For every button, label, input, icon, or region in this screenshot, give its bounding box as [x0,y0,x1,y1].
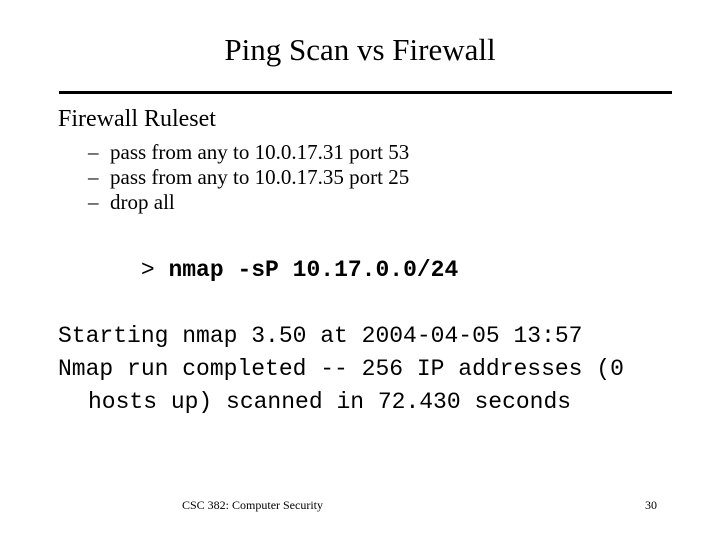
list-item: – pass from any to 10.0.17.31 port 53 [0,140,720,165]
terminal-output-line-2: Nmap run completed -- 256 IP addresses (… [58,356,624,382]
terminal-command: nmap -sP 10.17.0.0/24 [168,257,459,283]
footer-page-number: 30 [645,498,657,512]
terminal-output-line-1: Starting nmap 3.50 at 2004-04-05 13:57 [58,323,583,349]
footer-course-label: CSC 382: Computer Security [182,498,323,512]
firewall-ruleset-list: – pass from any to 10.0.17.31 port 53 – … [0,140,720,215]
slide-body: Firewall Ruleset – pass from any to 10.0… [0,104,720,419]
terminal-output-line-3: hosts up) scanned in 72.430 seconds [88,389,572,415]
list-item: – pass from any to 10.0.17.35 port 25 [0,165,720,190]
page-title: Ping Scan vs Firewall [224,32,496,67]
terminal-command-line: > nmap -sP 10.17.0.0/24 [0,221,720,320]
section-heading: Firewall Ruleset [58,106,216,132]
list-item: – drop all [0,190,720,215]
terminal-prompt: > [140,257,169,283]
bullet-dash-icon: – [88,140,99,164]
list-item-label: pass from any to 10.0.17.35 port 25 [110,165,410,189]
bullet-dash-icon: – [88,165,99,189]
bullet-dash-icon: – [88,190,99,214]
list-item-label: pass from any to 10.0.17.31 port 53 [110,140,410,164]
list-item-label: drop all [110,190,175,214]
title-divider [59,91,672,94]
